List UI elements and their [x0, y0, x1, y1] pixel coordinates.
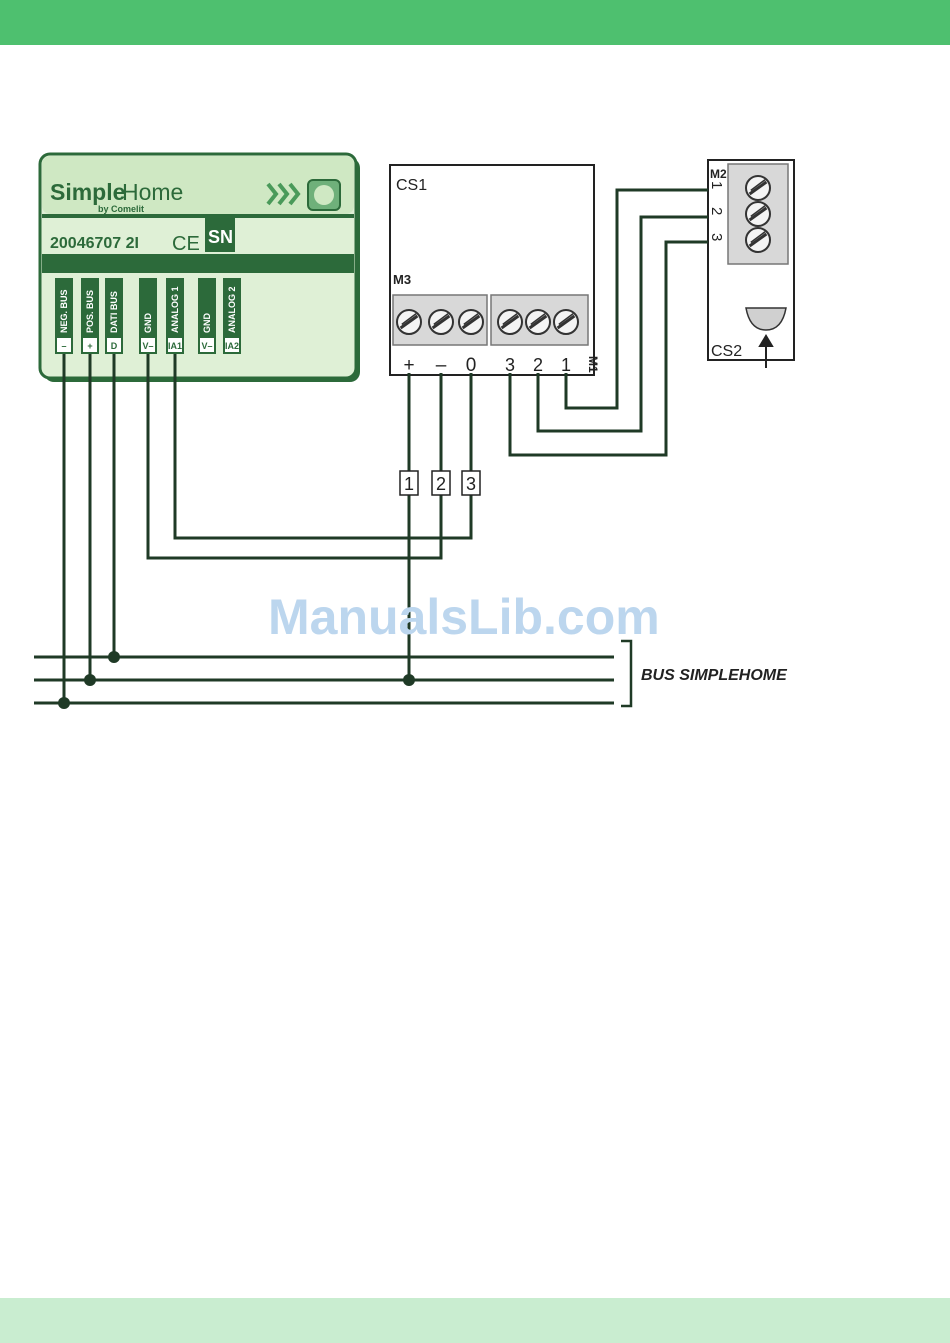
m3-label: M3: [393, 272, 411, 287]
module-terminal-symbol: V–: [142, 341, 153, 351]
bus-label: BUS SIMPLEHOME: [641, 667, 788, 684]
module-terminal-label: ANALOG 2: [227, 286, 237, 333]
junction-dot: [403, 674, 415, 686]
junction-dot: [84, 674, 96, 686]
brand-home: Home: [122, 179, 183, 205]
cs2-terminal-label: 1: [708, 181, 725, 189]
cs1-terminal-label: 2: [533, 355, 543, 375]
cs1-terminal-label: 1: [561, 355, 571, 375]
screw-icon: [746, 202, 770, 226]
screw-icon: [498, 310, 522, 334]
cs1-title: CS1: [396, 177, 427, 194]
screw-icon: [459, 310, 483, 334]
module-terminal-label: DATI BUS: [109, 291, 119, 333]
watermark: ManualsLib.com: [268, 588, 660, 646]
cs2-terminal-label: 3: [708, 233, 725, 241]
module-terminal-label: ANALOG 1: [170, 286, 180, 333]
screw-icon: [554, 310, 578, 334]
screw-icon: [746, 176, 770, 200]
module-terminal-symbol: –: [61, 341, 66, 351]
screw-icon: [746, 228, 770, 252]
module-terminal-symbol: +: [87, 341, 92, 351]
module-code: 20046707 2I: [50, 235, 139, 252]
module-terminal-label: NEG. BUS: [59, 289, 69, 333]
screw-icon: [397, 310, 421, 334]
cs2-title: CS2: [711, 343, 742, 360]
module-terminal-label: POS. BUS: [85, 290, 95, 333]
sn-label: SN: [208, 227, 233, 247]
wire-tag: 1: [400, 471, 418, 495]
cs1-terminal-label: –: [436, 355, 447, 376]
wire-tag-label: 2: [436, 474, 446, 494]
wire-tag-label: 1: [404, 474, 414, 494]
module-terminal-label: GND: [143, 313, 153, 334]
m2-label: M2: [710, 167, 727, 181]
cs1-terminal-label: 3: [505, 355, 515, 375]
cs2-terminal-label: 2: [708, 207, 725, 215]
led-lens-icon: [314, 185, 334, 205]
module-terminal-strip: NEG. BUS – POS. BUS + DATI BUS D GND V– ANALOG 1…: [55, 278, 241, 353]
wire-tag: 3: [462, 471, 480, 495]
ce-mark: CE: [172, 233, 200, 255]
module-terminal-symbol: D: [111, 341, 118, 351]
brand-by: by Comelit: [98, 204, 144, 214]
cs1-terminal-label: +: [403, 355, 414, 376]
cs1-terminal-label: 0: [466, 355, 477, 376]
brand-simple: Simple: [50, 179, 125, 205]
m1-label: M1: [586, 356, 600, 373]
screw-icon: [526, 310, 550, 334]
cs2-box: M2 1 2 3 CS2: [708, 160, 794, 368]
wire-tag-label: 3: [466, 474, 476, 494]
module-terminal-symbol: V–: [201, 341, 212, 351]
module-terminal-label: GND: [202, 313, 212, 334]
bus-bracket: [621, 641, 631, 706]
module-terminal-symbol: IA2: [225, 341, 239, 351]
simplehome-module: Simple Home by Comelit 20046707 2I CE SN…: [40, 154, 360, 382]
module-terminal-symbol: IA1: [168, 341, 182, 351]
screw-icon: [429, 310, 453, 334]
wire-tag: 2: [432, 471, 450, 495]
junction-dot: [108, 651, 120, 663]
junction-dot: [58, 697, 70, 709]
